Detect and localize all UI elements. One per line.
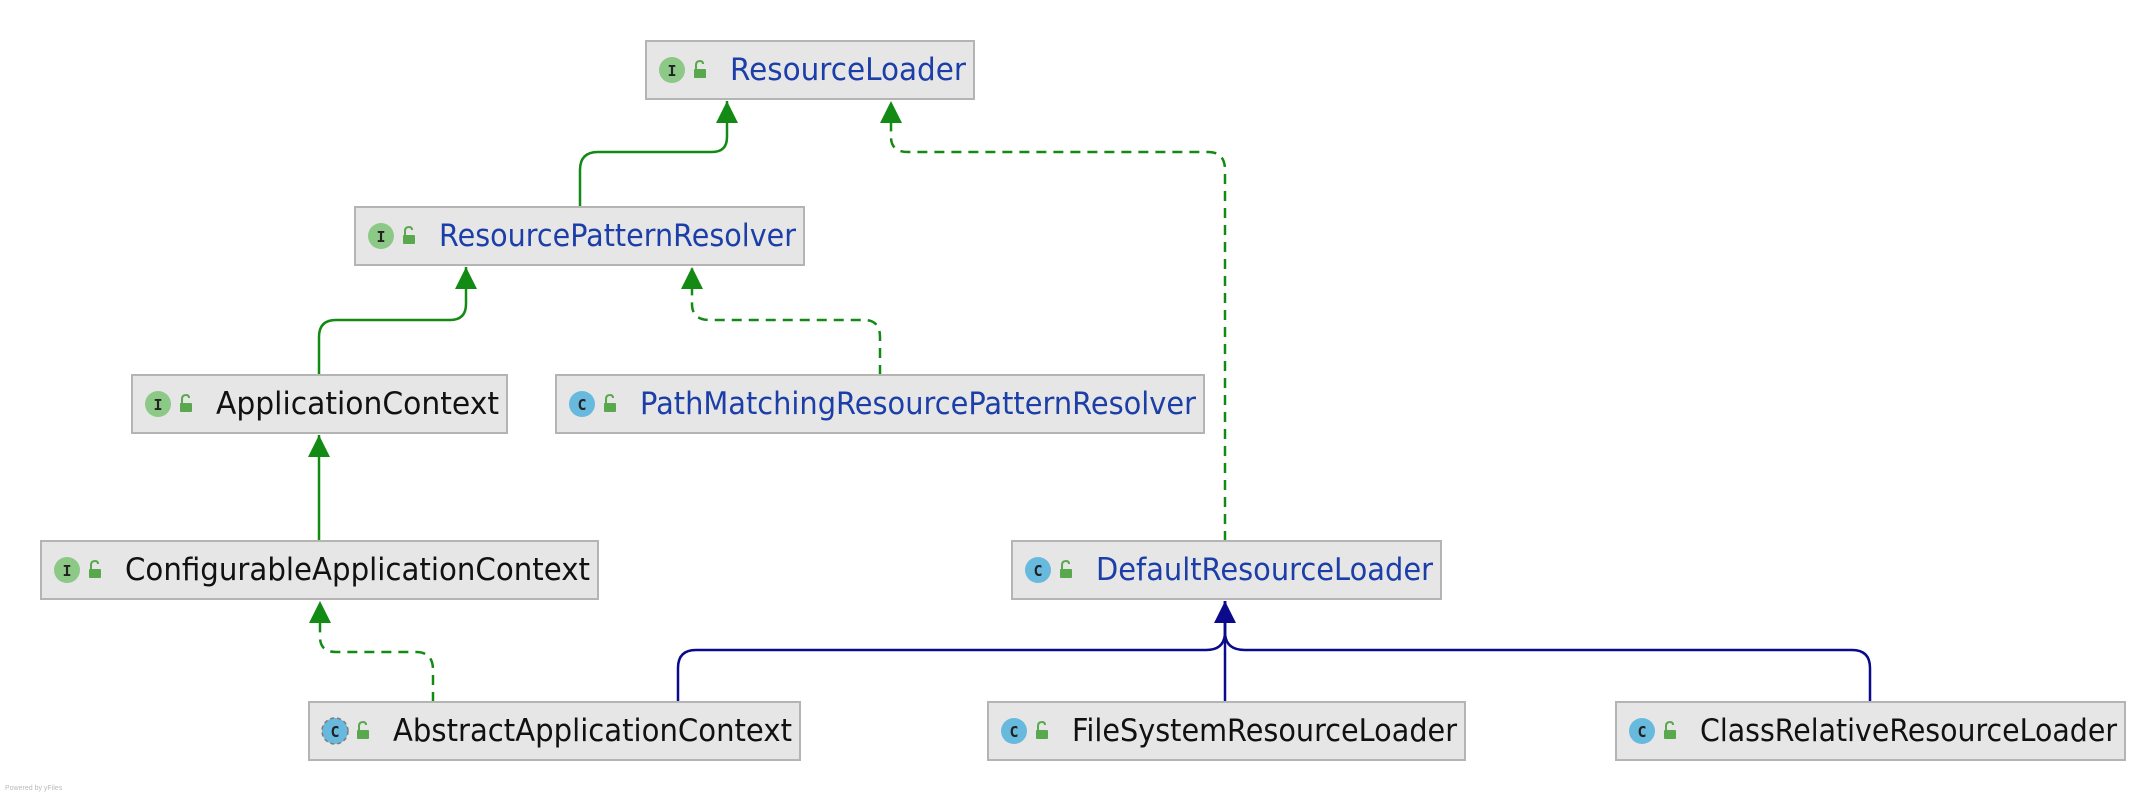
node-class-relative-resource-loader[interactable]: C ClassRelativeResourceLoader [1615,701,2126,761]
class-icon: C [569,391,595,417]
edge-implements-path-matching-resource-pattern-resolver-to-resource-pattern-resolver [690,267,882,375]
class-icon: C [1025,557,1051,583]
node-label: ResourcePatternResolver [439,218,796,254]
node-box [354,206,805,266]
badge-letter: C [330,723,339,741]
node-box [131,374,508,434]
unlocked-visibility-icon [180,393,192,412]
node-box [1011,540,1442,600]
badge-letter: I [153,396,162,414]
badge-letter: I [62,562,71,580]
node-box [308,701,801,761]
arrowhead-resource-loader [716,101,738,123]
arrowhead-application-context [308,435,330,457]
edge-extends-application-context-to-resource-pattern-resolver [317,267,468,375]
node-box [987,701,1466,761]
edge-extends-resource-pattern-resolver-to-resource-loader [578,101,729,207]
node-default-resource-loader[interactable]: C DefaultResourceLoader [1011,540,1442,600]
unlocked-visibility-icon [694,59,706,78]
badge-letter: C [577,396,586,414]
unlocked-visibility-icon [1036,720,1048,739]
node-label: AbstractApplicationContext [393,713,792,749]
arrowheads [308,101,1236,623]
node-resource-loader[interactable]: I ResourceLoader [645,40,975,100]
node-label: PathMatchingResourcePatternResolver [640,386,1196,422]
node-resource-pattern-resolver[interactable]: I ResourcePatternResolver [354,206,805,266]
badge-letter: I [376,228,385,246]
interface-icon: I [659,57,685,83]
arrowhead-default-resource-loader [1214,601,1236,623]
node-configurable-application-context[interactable]: I ConfigurableApplicationContext [40,540,599,600]
unlocked-visibility-icon [604,393,616,412]
node-label: ClassRelativeResourceLoader [1700,713,2117,749]
arrowhead-resource-pattern-resolver [455,267,477,289]
edge-implements-default-resource-loader-to-resource-loader [889,101,1227,541]
arrowhead-resource-pattern-resolver [681,267,703,289]
interface-icon: I [368,223,394,249]
edge-class-extends-class-relative-resource-loader-to-default-resource-loader [1223,601,1872,702]
unlocked-visibility-icon [1060,559,1072,578]
badge-letter: C [1009,723,1018,741]
node-path-matching-resource-pattern-resolver[interactable]: C PathMatchingResourcePatternResolver [555,374,1205,434]
badge-letter: C [1637,723,1646,741]
node-label: DefaultResourceLoader [1096,552,1433,588]
interface-icon: I [54,557,80,583]
node-file-system-resource-loader[interactable]: C FileSystemResourceLoader [987,701,1466,761]
badge-letter: C [1033,562,1042,580]
unlocked-visibility-icon [403,225,415,244]
class-icon: C [1629,718,1655,744]
unlocked-visibility-icon [1664,720,1676,739]
node-box [40,540,599,600]
node-label: ConfigurableApplicationContext [125,552,590,588]
edges [317,101,1872,702]
arrowhead-resource-loader [880,101,902,123]
node-box [555,374,1205,434]
edge-implements-abstract-application-context-to-configurable-application-context [318,601,435,702]
node-label: ApplicationContext [216,386,499,422]
node-label: FileSystemResourceLoader [1072,713,1457,749]
node-box [1615,701,2126,761]
arrowhead-configurable-application-context [309,601,331,623]
unlocked-visibility-icon [89,559,101,578]
node-application-context[interactable]: I ApplicationContext [131,374,508,434]
edge-class-extends-abstract-application-context-to-default-resource-loader [676,601,1227,702]
node-label: ResourceLoader [730,52,966,88]
class-icon: C [1001,718,1027,744]
footer-credit: Powered by yFiles [5,785,63,792]
interface-icon: I [145,391,171,417]
unlocked-visibility-icon [357,720,369,739]
node-abstract-application-context[interactable]: C AbstractApplicationContext [308,701,801,761]
badge-letter: I [667,62,676,80]
abstract-class-icon: C [321,717,349,745]
